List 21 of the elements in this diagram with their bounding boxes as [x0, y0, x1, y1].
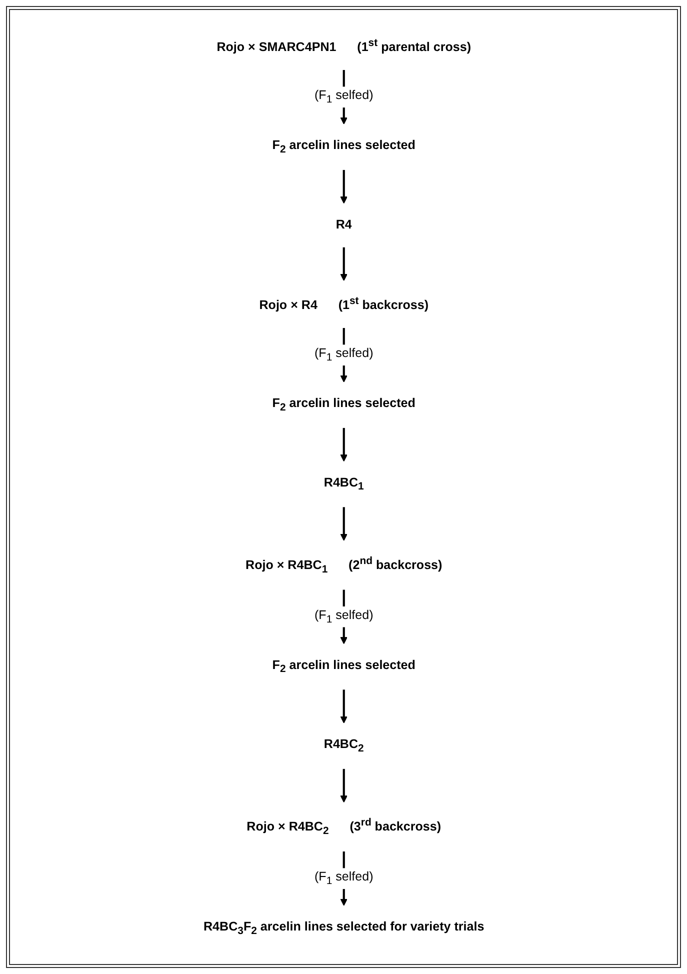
node-text: R4BC$_{2}$ — [324, 737, 364, 754]
arrow — [340, 768, 348, 803]
arrow — [340, 507, 348, 541]
edge-label: (F$_{1}$ selfed) — [314, 870, 373, 887]
node-text: Rojo × SMARC4PN1 (1$^{st}$ parental cross) — [216, 36, 471, 54]
arrow — [340, 428, 348, 462]
node-text: F$_{2}$ arcelin lines selected — [272, 396, 416, 413]
arrow — [340, 170, 348, 204]
arrow — [340, 247, 348, 281]
arrow — [340, 690, 348, 724]
edge-label: (F$_{1}$ selfed) — [314, 608, 373, 625]
node-text: Rojo × R4BC$_{1}$ (2$^{nd}$ backcross) — [245, 554, 442, 575]
node-text: Rojo × R4BC$_{2}$ (3$^{rd}$ backcross) — [246, 816, 441, 837]
edge-label: (F$_{1}$ selfed) — [314, 346, 373, 364]
edge-label: (F$_{1}$ selfed) — [314, 88, 373, 106]
node-text: Rojo × R4 (1$^{st}$ backcross) — [258, 294, 428, 312]
node-text: R4BC$_{3}$F$_{2}$ arcelin lines selected for variety trials — [203, 920, 484, 936]
node-text: F$_{2}$ arcelin lines selected — [272, 658, 416, 675]
node-text: R4 — [335, 218, 352, 232]
node-text: R4BC$_{1}$ — [324, 476, 364, 492]
node-text: F$_{2}$ arcelin lines selected — [272, 138, 416, 156]
